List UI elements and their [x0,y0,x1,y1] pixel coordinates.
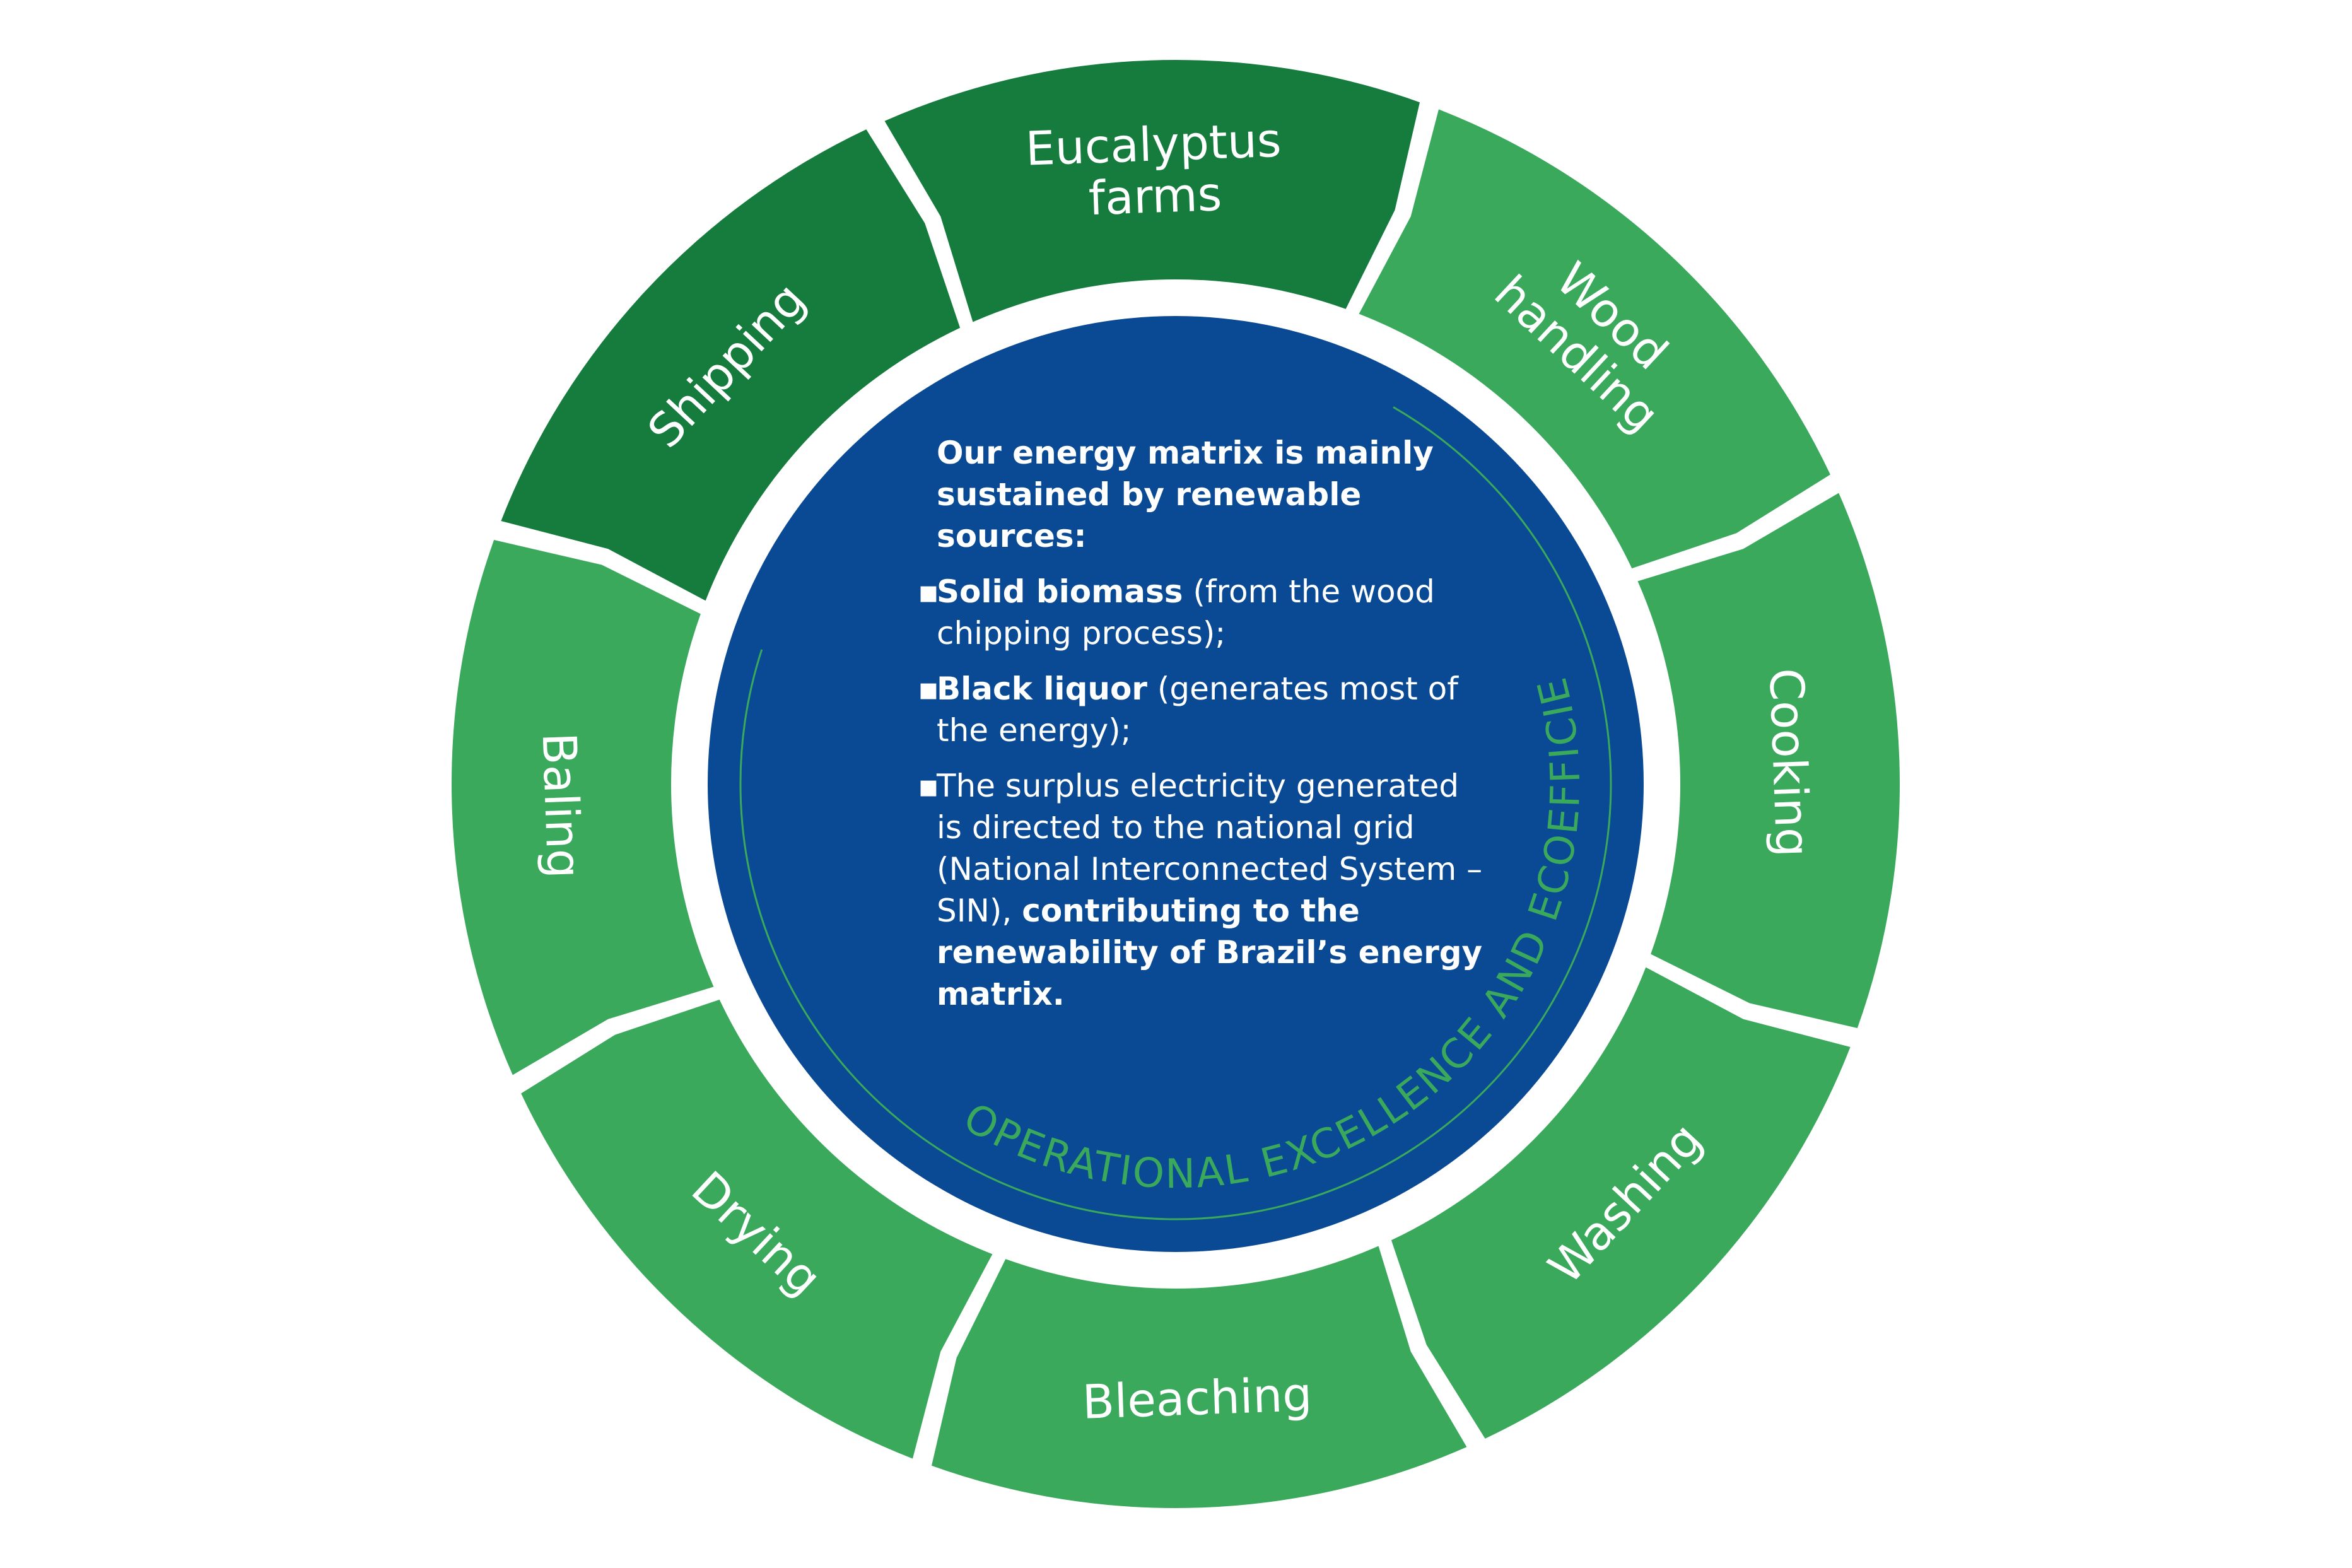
bullet-icon: ▪ [918,573,939,610]
segment-label-line: farms [1087,167,1222,226]
segment-drying [521,999,993,1459]
center-disc [708,316,1644,1252]
source-name: Solid biomass [937,573,1183,610]
segment-label-line: Eucalyptus [1024,114,1282,177]
source-solid-biomass: ▪Solid biomass (from the wood chipping p… [918,571,1492,654]
segment-cooking [1637,493,1900,1028]
segment-eucalyptus [884,59,1420,322]
segment-shipping [501,129,961,601]
bullet-icon: ▪ [918,670,939,707]
process-ring: EucalyptusfarmsWoodhandlingCookingWashin… [451,59,1900,1508]
bullet-icon: ▪ [918,768,939,804]
segment-label-cooking: Cooking [1758,667,1819,858]
inner-guide-arc [739,406,1612,1220]
segment-label-line: Baling [532,732,591,879]
source-description: The surplus electricity generated is dir… [937,768,1483,929]
source-surplus-electricity: ▪The surplus electricity generated is di… [918,765,1492,1015]
source-emphasis: contributing to the renewability of Braz… [937,892,1483,1012]
segment-washing [1391,967,1851,1439]
segment-label-eucalyptus: Eucalyptusfarms [1024,114,1284,228]
segment-bleaching [932,1246,1467,1508]
segment-wood-handling [1359,109,1830,569]
segment-label-baling: Baling [532,732,591,879]
segment-label-line: Bleaching [1082,1367,1313,1430]
source-black-liquor: ▪Black liquor (generates most of the ene… [918,668,1492,751]
segment-baling [451,540,714,1075]
source-name: Black liquor [937,670,1147,707]
segment-label-bleaching: Bleaching [1082,1367,1313,1430]
energy-matrix-intro: Our energy matrix is mainly sustained by… [937,435,1434,554]
source-description: (generates most of the energy); [937,670,1458,749]
source-description: (from the wood chipping process); [937,573,1435,652]
segment-label-line: Cooking [1758,667,1819,858]
energy-matrix-text: Our energy matrix is mainly sustained by… [918,432,1492,1029]
